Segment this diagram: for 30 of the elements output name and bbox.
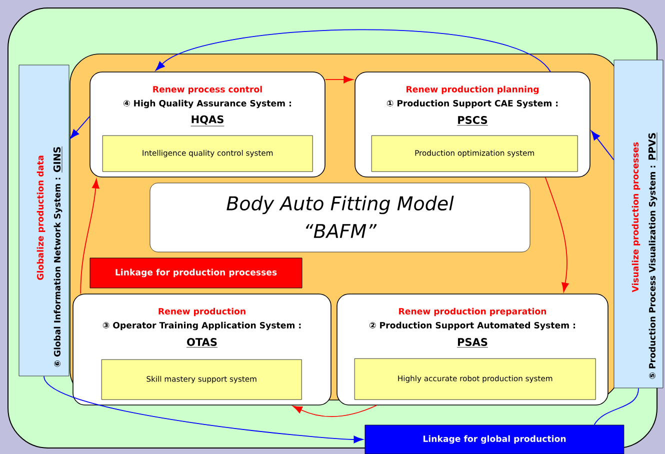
acronym: GINS (53, 146, 62, 173)
acronym: PPVS (648, 132, 658, 161)
acronym: PSAS (456, 338, 488, 348)
acronym: OTAS (186, 338, 218, 348)
model-title: “BAFM” (306, 224, 377, 238)
arrow (70, 116, 90, 139)
role-label: Renew process control (153, 86, 262, 94)
linkage-banner: Linkage for global production (364, 424, 624, 454)
system-name: ⑤ Production Process Visualization System : (648, 166, 658, 379)
arrow (80, 178, 100, 294)
acronym: PSCS (456, 116, 488, 126)
arrow (591, 130, 614, 160)
arrow (324, 76, 354, 84)
arrow (544, 176, 569, 292)
arrow (44, 376, 364, 444)
arrow (292, 404, 378, 417)
role-label: Globalize production data (36, 156, 46, 280)
system-name: ③ Operator Training Application System : (102, 322, 301, 330)
system-name: ⑥ Global Information Network System : (54, 178, 62, 367)
role-label: Renew production planning (406, 86, 539, 94)
role-label: Renew production preparation (399, 308, 546, 316)
linkage-banner: Linkage for production processes (90, 258, 302, 288)
system-name: ② Production Support Automated System : (370, 322, 576, 330)
acronym: HQAS (190, 115, 224, 126)
role-label: Renew production (158, 308, 246, 316)
role-label: Visualize production processes (632, 142, 640, 292)
system-name: ① Production Support CAE System : (386, 100, 558, 108)
arrow (156, 29, 551, 72)
model-title: Body Auto Fitting Model (226, 196, 454, 214)
system-name: ④ High Quality Assurance System : (124, 100, 291, 108)
